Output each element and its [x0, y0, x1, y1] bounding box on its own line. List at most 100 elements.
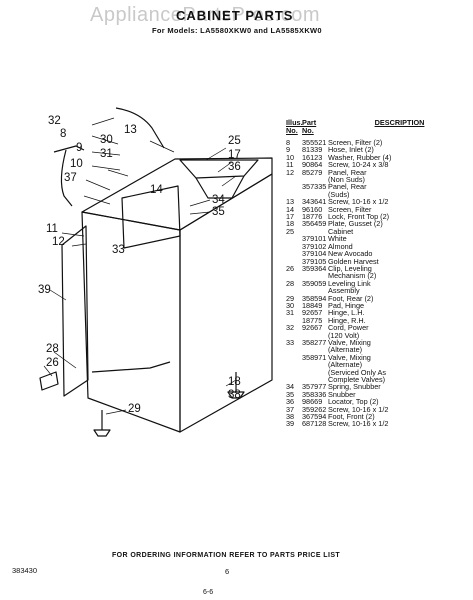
illus-no-cell [286, 243, 302, 250]
part-no-cell: 379102 [302, 241, 327, 251]
description-cell: Foot, Rear (2) [328, 293, 374, 303]
header-description: DESCRIPTION [374, 118, 425, 127]
callout-label: 11 [46, 223, 58, 235]
table-row: (Non Suds) [286, 176, 471, 184]
illus-no-cell: 13 [286, 197, 295, 207]
description-cell: Valve, Mixing [328, 352, 371, 362]
callout-label: 28 [46, 343, 59, 355]
illus-no-cell: 32 [286, 323, 295, 333]
part-no-cell: 358336 [302, 389, 327, 399]
description-cell: Washer, Rubber (4) [328, 152, 392, 162]
part-no-cell: 92657 [302, 308, 323, 318]
callout-label: 30 [100, 134, 113, 146]
description-cell: Screen, Filter (2) [328, 138, 383, 147]
description-cell: White [328, 234, 347, 244]
illus-no-cell: 12 [286, 167, 295, 177]
part-no-cell: 358277 [302, 337, 327, 347]
table-row: (Serviced Only As [286, 367, 471, 377]
table-row: Mechanism (2) [286, 272, 471, 280]
description-cell: Assembly [328, 286, 360, 296]
part-no-cell: 358971 [302, 352, 327, 362]
description-cell: Cord, Power [328, 323, 369, 333]
illus-no-cell: 28 [286, 278, 295, 288]
cabinet-side-face [81, 211, 181, 433]
header-illus-no: Illus. No. [286, 118, 303, 135]
illus-no-cell [286, 235, 302, 242]
part-no-cell: 379105 [302, 256, 327, 266]
illus-no-cell: 36 [286, 397, 295, 407]
leveling-link [91, 361, 171, 373]
part-no-cell: 85279 [302, 167, 323, 177]
document-number: 383430 [12, 566, 38, 575]
illus-no-cell: 30 [286, 300, 295, 310]
description-cell: Screw, 10-24 x 3/8 [328, 160, 389, 170]
page-number: 6 [225, 567, 230, 576]
part-no-cell: 359262 [302, 404, 327, 414]
callout-label: 35 [212, 206, 225, 218]
description-cell: Hinge, R.H. [328, 315, 366, 325]
description-cell: Valve, Mixing [328, 337, 371, 347]
handwritten-mark: 6-6 [203, 589, 214, 596]
part-no-cell: 379104 [302, 249, 327, 259]
part-no-cell: 18775 [302, 315, 323, 325]
callout-label: 18 [228, 376, 241, 388]
description-cell: Golden Harvest [328, 256, 379, 266]
part-no-cell: 18849 [302, 300, 323, 310]
illus-no-cell [286, 346, 302, 353]
table-row: Assembly [286, 286, 471, 296]
front-foot [227, 372, 245, 399]
part-no-cell [302, 361, 328, 368]
part-no-cell: 357977 [302, 382, 327, 392]
illus-no-cell: 33 [286, 337, 295, 347]
cabinet-front-face [179, 173, 273, 433]
description-cell: Spring, Snubber [328, 382, 381, 392]
callout-label: 32 [48, 115, 61, 127]
callout-label: 10 [70, 158, 83, 170]
part-no-cell: 92667 [302, 323, 323, 333]
callout-label: 17 [228, 149, 241, 161]
illus-no-cell: 29 [286, 293, 295, 303]
rear-panel [61, 225, 89, 397]
part-no-cell: 358594 [302, 293, 327, 303]
description-cell: Almond [328, 241, 353, 251]
part-no-cell: 359364 [302, 263, 327, 273]
header-part-no: Part No. [302, 118, 317, 135]
table-row: (Suds) [286, 189, 471, 199]
table-row: Complete Valves) [286, 376, 471, 384]
part-no-cell: 367594 [302, 412, 327, 422]
description-cell: Screen, Filter [328, 204, 372, 214]
description-cell: Pad, Hinge [328, 300, 365, 310]
callout-label: 8 [60, 128, 66, 140]
illus-no-cell: 38 [286, 412, 295, 422]
table-row: (Alternate) [286, 361, 471, 369]
illus-no-cell: 37 [286, 404, 295, 414]
callout-label: 36 [228, 161, 241, 173]
table-row: (Alternate) [286, 346, 471, 354]
table-row: 30 18849 Pad, Hinge [286, 300, 471, 310]
callout-label: 13 [124, 124, 137, 136]
description-cell: (Serviced Only As [328, 367, 386, 377]
description-cell: (Suds) [328, 189, 350, 199]
illus-no-cell [286, 183, 302, 190]
part-no-cell: 379101 [302, 234, 327, 244]
illus-no-cell [286, 361, 302, 368]
description-cell: Hose, Inlet (2) [328, 145, 374, 155]
part-no-cell: 90864 [302, 160, 323, 170]
illus-no-cell [286, 250, 302, 257]
callout-label: 29 [128, 403, 141, 415]
description-cell: Plate, Gusset (2) [328, 219, 383, 229]
table-row: 32 92667 Cord, Power [286, 323, 471, 333]
valve-bracket [121, 185, 181, 249]
part-no-cell: 357335 [302, 182, 327, 192]
callout-labels: 32 8 9 13 30 31 10 37 11 12 14 33 25 17 … [38, 115, 241, 415]
